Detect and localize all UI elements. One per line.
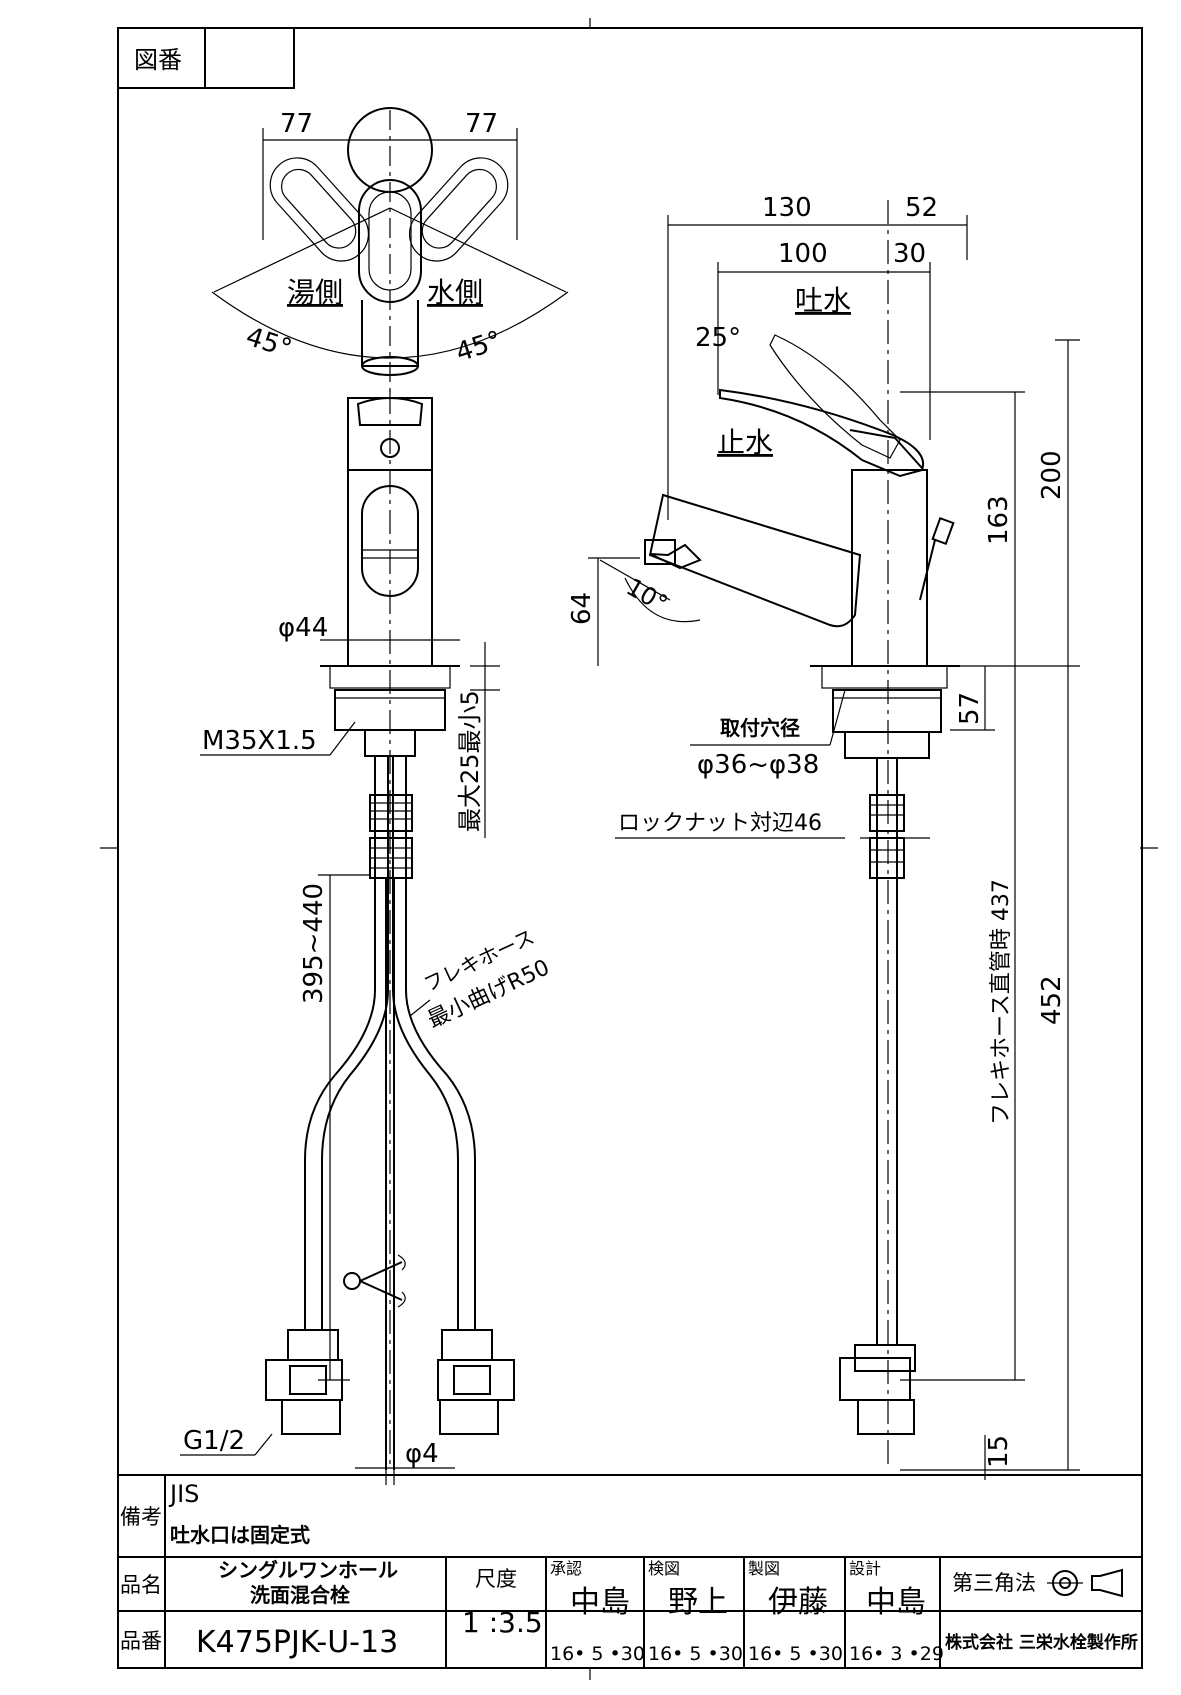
- approve-label: 承認: [550, 1559, 582, 1578]
- draw-date: 16• 5 •30: [748, 1643, 843, 1665]
- third-angle-projection-icon: [1047, 1568, 1123, 1598]
- draw-name: 伊藤: [768, 1585, 828, 1620]
- product-no-label: 品番: [120, 1629, 162, 1653]
- design-name: 中島: [866, 1585, 926, 1620]
- drawing-number-label: 図番: [134, 46, 182, 74]
- check-label: 検図: [648, 1559, 680, 1578]
- connection-label: G1/2: [183, 1426, 245, 1456]
- projection-label: 第三角法: [952, 1571, 1036, 1595]
- design-date: 16• 3 •29: [849, 1643, 944, 1665]
- check-name: 野上: [668, 1585, 728, 1620]
- side-dim-52: 52: [905, 193, 938, 223]
- side-dim-130: 130: [762, 193, 812, 223]
- rod-diameter: φ4: [405, 1439, 439, 1469]
- side-dim-30: 30: [893, 239, 926, 269]
- side-dim-57: 57: [955, 692, 985, 725]
- approve-name: 中島: [570, 1585, 630, 1620]
- side-view: 130 52 100 30 吐水 25° 止水 10° 64: [567, 193, 1080, 1480]
- remark-jis: JIS: [168, 1480, 199, 1508]
- scale-value: 1 :3.5: [462, 1606, 543, 1639]
- side-dim-15: 15: [984, 1435, 1014, 1468]
- hole-label: 取付穴径: [720, 716, 800, 740]
- front-view: φ44 M35X1.5 最大25最小5: [180, 390, 554, 1485]
- hole-range: φ36~φ38: [697, 750, 819, 780]
- side-dim-200: 200: [1037, 450, 1067, 500]
- angle-left-label: 45°: [242, 322, 295, 365]
- design-label: 設計: [849, 1559, 881, 1578]
- remark-spout: 吐水口は固定式: [170, 1523, 310, 1547]
- max-thickness-label: 最大25最小5: [456, 690, 484, 832]
- side-dim-163: 163: [984, 495, 1014, 545]
- top-dim-right: 77: [465, 109, 498, 139]
- water-off-label: 止水: [717, 426, 773, 459]
- remarks-label: 備考: [120, 1505, 162, 1529]
- side-dim-64: 64: [567, 592, 597, 625]
- top-view: 77 77 湯側 水側 45° 45°: [211, 107, 569, 400]
- title-block: 備考 JIS 吐水口は固定式 品名 シングルワンホール 洗面混合栓 品番 K47…: [118, 1474, 1142, 1668]
- product-name-1: シングルワンホール: [218, 1558, 398, 1582]
- approve-date: 16• 5 •30: [550, 1643, 645, 1665]
- top-dim-left: 77: [280, 109, 313, 139]
- product-name-2: 洗面混合栓: [250, 1583, 350, 1607]
- hot-side-label: 湯側: [287, 276, 343, 309]
- diameter-44: φ44: [278, 613, 328, 643]
- drawing-border: [117, 27, 1143, 1669]
- side-dim-452: 452: [1037, 975, 1067, 1025]
- product-no: K475PJK-U-13: [196, 1625, 398, 1660]
- center-marks: [100, 18, 1158, 1680]
- check-date: 16• 5 •30: [648, 1643, 743, 1665]
- side-dim-100: 100: [778, 239, 828, 269]
- angle-10: 10°: [622, 573, 673, 619]
- scale-label: 尺度: [475, 1567, 517, 1591]
- thread-label: M35X1.5: [202, 726, 317, 756]
- water-on-label: 吐水: [795, 284, 851, 317]
- draw-label: 製図: [748, 1559, 780, 1578]
- locknut-label: ロックナット対辺46: [618, 811, 822, 836]
- company-name: 株式会社 三栄水栓製作所: [945, 1632, 1138, 1653]
- angle-right-label: 45°: [452, 326, 505, 369]
- length-range: 395~440: [299, 883, 329, 1004]
- product-name-label: 品名: [120, 1573, 162, 1597]
- drawing-number-box: 図番: [117, 27, 295, 89]
- angle-25: 25°: [695, 323, 741, 353]
- cold-side-label: 水側: [427, 276, 483, 309]
- hose-straight-label: フレキホース直管時 437: [989, 879, 1014, 1125]
